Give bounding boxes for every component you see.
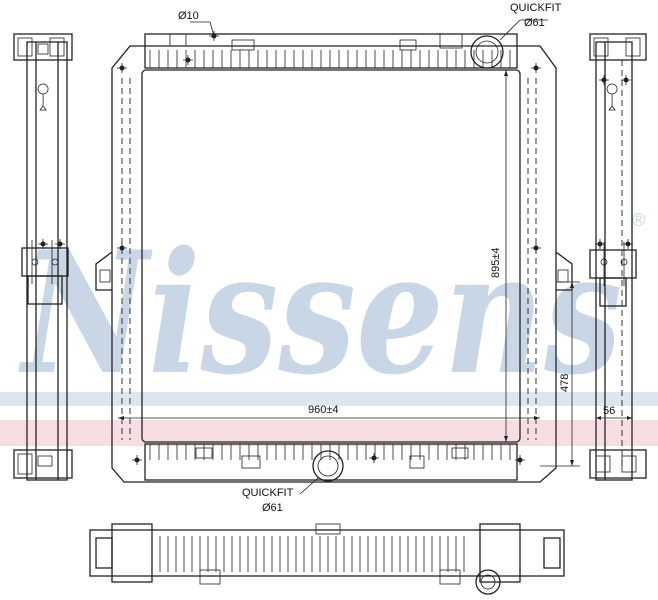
mounting-hole-icon: [119, 65, 125, 71]
mounting-hole-icon: [57, 241, 63, 247]
mounting-hole-icon: [597, 241, 603, 247]
front-view: [38, 19, 633, 495]
mounting-hole-icon: [134, 457, 140, 463]
width-dimension-label: 960±4: [308, 404, 339, 416]
mounting-hole-icon: [533, 245, 539, 251]
left-side-view: [13, 33, 73, 481]
quickfit-top-label: QUICKFIT: [510, 2, 562, 14]
quickfit-top-diameter: Ø61: [524, 17, 545, 29]
quickfit-bottom-label: QUICKFIT: [242, 487, 294, 499]
mounting-hole-icon: [533, 65, 539, 71]
watermark-registered-mark: ®: [632, 210, 645, 230]
mounting-hole-icon: [623, 77, 629, 83]
right-side-view: [589, 33, 647, 481]
mounting-hole-icon: [517, 457, 523, 463]
mounting-hole-icon: [119, 245, 125, 251]
mounting-hole-icon: [40, 241, 46, 247]
bottom-view: [89, 523, 565, 595]
height-dimension-label: 895±4: [490, 247, 502, 278]
watermark-band-blue: [0, 392, 658, 406]
quickfit-bottom-diameter: Ø61: [262, 502, 283, 514]
mounting-hole-icon: [601, 77, 607, 83]
mounting-hole-icon: [625, 241, 631, 247]
watermark-brand: Nissens: [18, 214, 622, 412]
side-dimension-label: 478: [559, 374, 571, 392]
mounting-hole-icon: [185, 57, 191, 63]
hole-diameter-label: Ø10: [178, 10, 199, 22]
depth-dimension-label: 56: [603, 405, 615, 417]
mounting-hole-icon: [371, 455, 377, 461]
